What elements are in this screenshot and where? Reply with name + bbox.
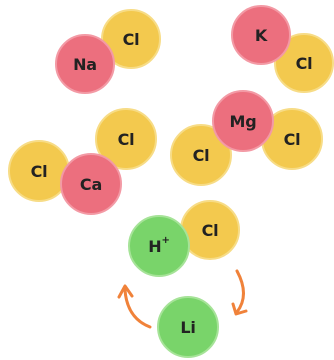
mg-atom: Mg (212, 90, 274, 152)
curved-arrow-down-icon (231, 269, 248, 316)
curved-arrow-up-icon (117, 284, 152, 329)
cl-atom-mgcl2-left: Cl (170, 124, 232, 186)
h-symbol: H (148, 236, 162, 256)
h-plus-ion: H+ (128, 215, 190, 277)
na-atom: Na (55, 34, 115, 94)
li-atom: Li (157, 296, 219, 358)
k-atom: K (231, 5, 291, 65)
ca-atom: Ca (60, 153, 122, 215)
